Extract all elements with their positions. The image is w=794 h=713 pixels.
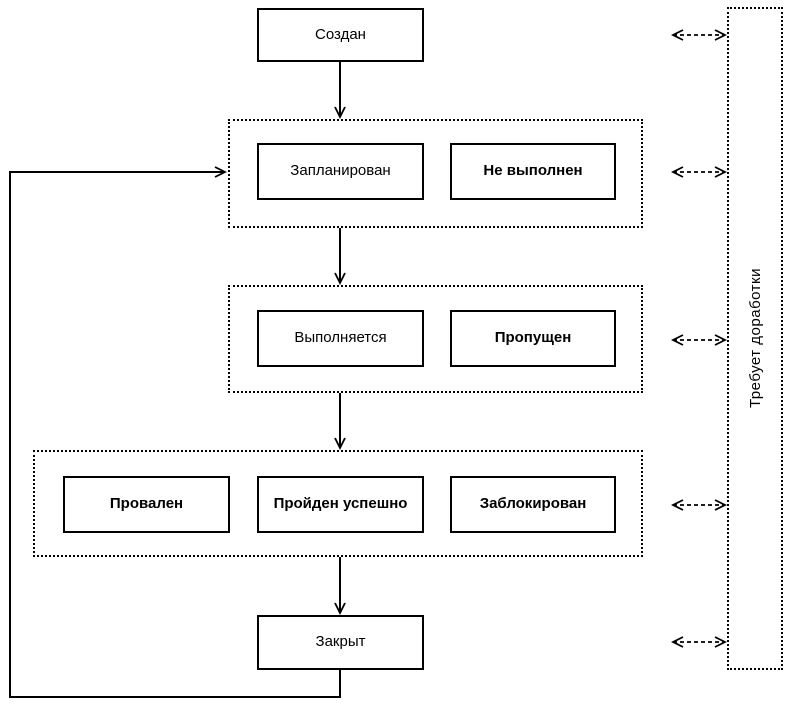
state-box-planned: Запланирован <box>257 143 424 200</box>
state-box-needs-rework: Требует доработки <box>727 7 783 670</box>
state-box-skipped: Пропущен <box>450 310 616 367</box>
state-box-created: Создан <box>257 8 424 62</box>
state-box-failed: Провален <box>63 476 230 533</box>
state-label-skipped: Пропущен <box>494 329 572 347</box>
state-label-passed: Пройден успешно <box>273 495 408 513</box>
group-results: Провален Пройден успешно Заблокирован <box>33 450 643 557</box>
state-label-needs-rework: Требует доработки <box>746 268 764 409</box>
state-label-blocked: Заблокирован <box>479 495 587 513</box>
state-box-closed: Закрыт <box>257 615 424 670</box>
state-box-blocked: Заблокирован <box>450 476 616 533</box>
state-box-not-executed: Не выполнен <box>450 143 616 200</box>
group-executing: Выполняется Пропущен <box>228 285 643 393</box>
state-label-planned: Запланирован <box>290 162 391 180</box>
state-box-passed: Пройден успешно <box>257 476 424 533</box>
state-box-executing: Выполняется <box>257 310 424 367</box>
group-planned: Запланирован Не выполнен <box>228 119 643 228</box>
state-label-created: Создан <box>315 25 366 43</box>
state-label-closed: Закрыт <box>315 633 366 651</box>
state-label-failed: Провален <box>109 495 184 513</box>
state-label-not-executed: Не выполнен <box>483 162 583 180</box>
state-label-executing: Выполняется <box>294 329 387 347</box>
